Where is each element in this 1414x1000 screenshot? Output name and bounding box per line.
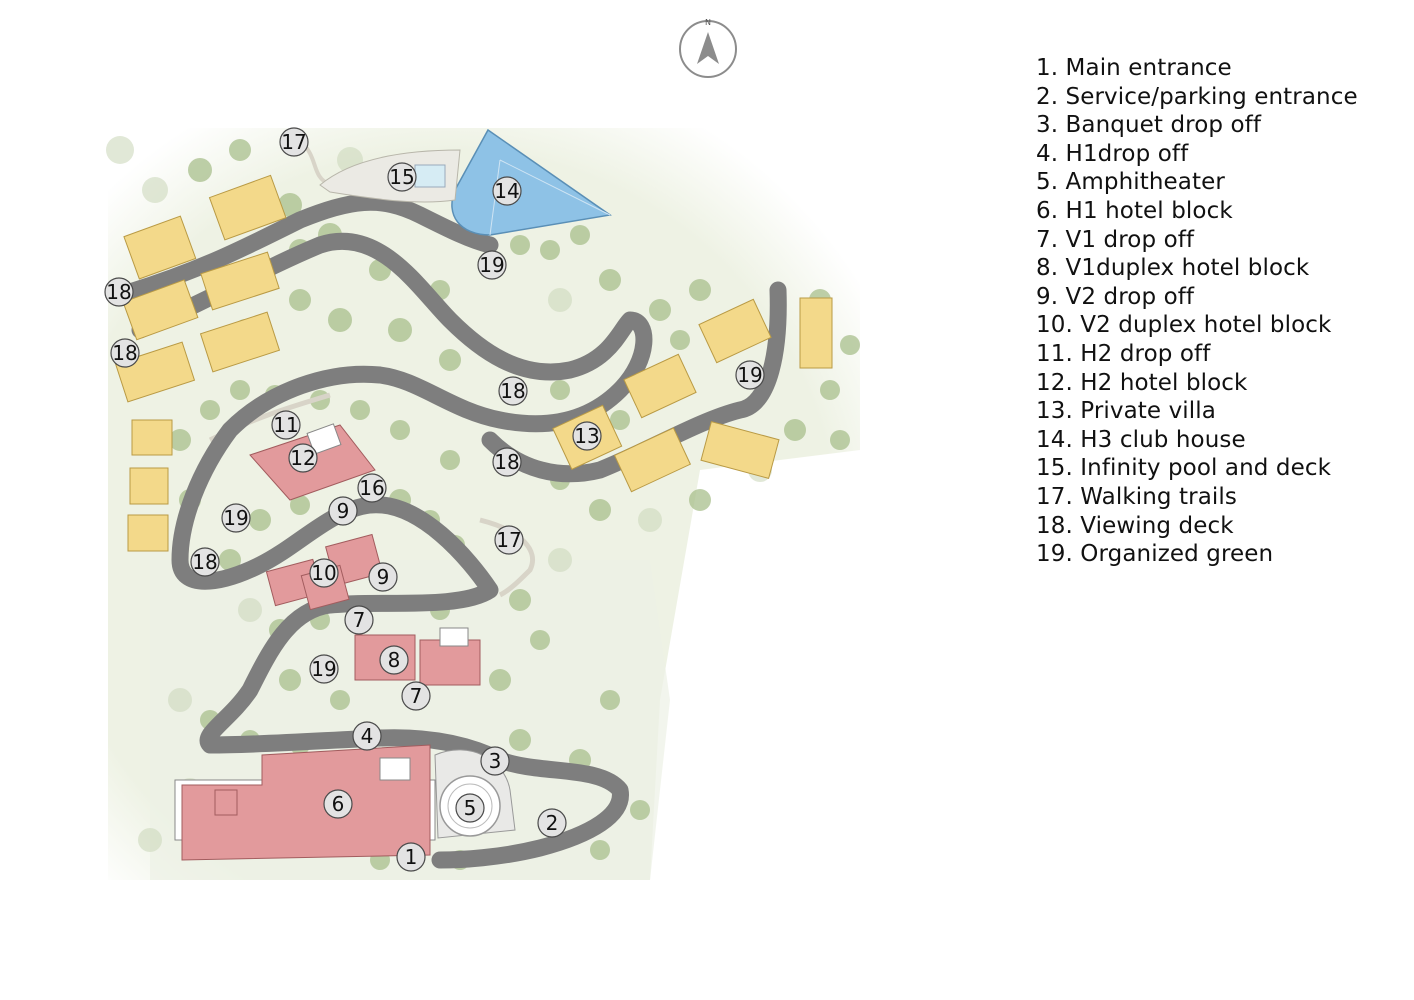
marker-19-south: 19 [309, 654, 339, 684]
legend-item: 7. V1 drop off [1036, 226, 1195, 253]
legend-item: 2. Service/parking entrance [1036, 83, 1358, 110]
svg-text:10: 10 [311, 561, 336, 585]
svg-text:16: 16 [359, 476, 384, 500]
marker-9-upper: 9 [328, 496, 358, 526]
svg-text:8: 8 [388, 648, 401, 672]
svg-text:1: 1 [405, 845, 418, 869]
svg-text:19: 19 [737, 363, 762, 387]
legend-item: 17. Walking trails [1036, 483, 1237, 510]
legend-item: 14. H3 club house [1036, 426, 1246, 453]
svg-text:18: 18 [192, 550, 217, 574]
svg-text:18: 18 [494, 450, 519, 474]
legend-item: 19. Organized green [1036, 541, 1274, 568]
svg-text:18: 18 [500, 379, 525, 403]
legend-item: 5. Amphitheater [1036, 169, 1225, 196]
marker-13: 13 [572, 421, 602, 451]
svg-text:9: 9 [377, 565, 390, 589]
h1-hotel-block [174, 744, 436, 861]
villas-north [114, 174, 287, 552]
svg-text:6: 6 [332, 792, 345, 816]
svg-text:7: 7 [353, 608, 366, 632]
marker-14: 14 [492, 176, 522, 206]
marker-18-west-upper: 18 [104, 277, 134, 307]
svg-text:11: 11 [273, 413, 298, 437]
svg-text:15: 15 [389, 165, 414, 189]
svg-text:18: 18 [112, 341, 137, 365]
legend-item: 13. Private villa [1036, 398, 1216, 425]
marker-17-north: 17 [279, 127, 309, 157]
svg-text:3: 3 [489, 749, 502, 773]
internal-roads [121, 193, 787, 869]
marker-12: 12 [288, 443, 318, 473]
svg-text:7: 7 [410, 684, 423, 708]
marker-18-southwest: 18 [190, 547, 220, 577]
marker-16: 16 [357, 473, 387, 503]
marker-19-north: 19 [477, 250, 507, 280]
marker-19-east: 19 [735, 360, 765, 390]
marker-7-upper: 7 [344, 605, 374, 635]
marker-6: 6 [323, 789, 353, 819]
map-legend: 1. Main entrance 2. Service/parking entr… [1036, 54, 1358, 569]
marker-5: 5 [455, 793, 485, 823]
svg-text:9: 9 [337, 499, 350, 523]
legend-item: 18. Viewing deck [1036, 512, 1234, 539]
svg-text:5: 5 [464, 796, 477, 820]
svg-text:17: 17 [281, 130, 306, 154]
marker-10: 10 [309, 558, 339, 588]
legend-item: 15. Infinity pool and deck [1036, 455, 1331, 482]
svg-text:12: 12 [290, 446, 315, 470]
legend-item: 6. H1 hotel block [1036, 197, 1233, 224]
legend-item: 8. V1duplex hotel block [1036, 255, 1310, 282]
svg-text:14: 14 [494, 179, 519, 203]
marker-11: 11 [271, 410, 301, 440]
svg-text:2: 2 [546, 811, 559, 835]
svg-text:4: 4 [361, 724, 374, 748]
legend-item: 9. V2 drop off [1036, 283, 1195, 310]
compass-label: N [705, 18, 711, 27]
marker-4: 4 [352, 721, 382, 751]
svg-text:19: 19 [223, 506, 248, 530]
north-arrow-icon: N [679, 18, 737, 78]
svg-text:17: 17 [496, 528, 521, 552]
marker-8: 8 [379, 645, 409, 675]
marker-7-lower: 7 [401, 681, 431, 711]
marker-18-east: 18 [492, 447, 522, 477]
marker-9-lower: 9 [368, 562, 398, 592]
svg-text:13: 13 [574, 424, 599, 448]
legend-item: 1. Main entrance [1036, 55, 1232, 81]
marker-18-west-lower: 18 [110, 338, 140, 368]
marker-15: 15 [387, 162, 417, 192]
legend-item: 10. V2 duplex hotel block [1036, 312, 1332, 339]
legend-item: 3. Banquet drop off [1036, 112, 1262, 139]
marker-17-center: 17 [494, 525, 524, 555]
legend-item: 12. H2 hotel block [1036, 369, 1248, 396]
marker-2: 2 [537, 808, 567, 838]
svg-text:19: 19 [311, 657, 336, 681]
marker-19-west: 19 [221, 503, 251, 533]
legend-item: 4. H1drop off [1036, 140, 1189, 167]
legend-item: 11. H2 drop off [1036, 340, 1211, 367]
marker-1: 1 [396, 842, 426, 872]
svg-text:19: 19 [479, 253, 504, 277]
marker-18-center: 18 [498, 376, 528, 406]
svg-text:18: 18 [106, 280, 131, 304]
location-markers: 17 15 14 19 18 18 18 18 19 11 12 16 19 9… [104, 127, 765, 872]
marker-3: 3 [480, 746, 510, 776]
